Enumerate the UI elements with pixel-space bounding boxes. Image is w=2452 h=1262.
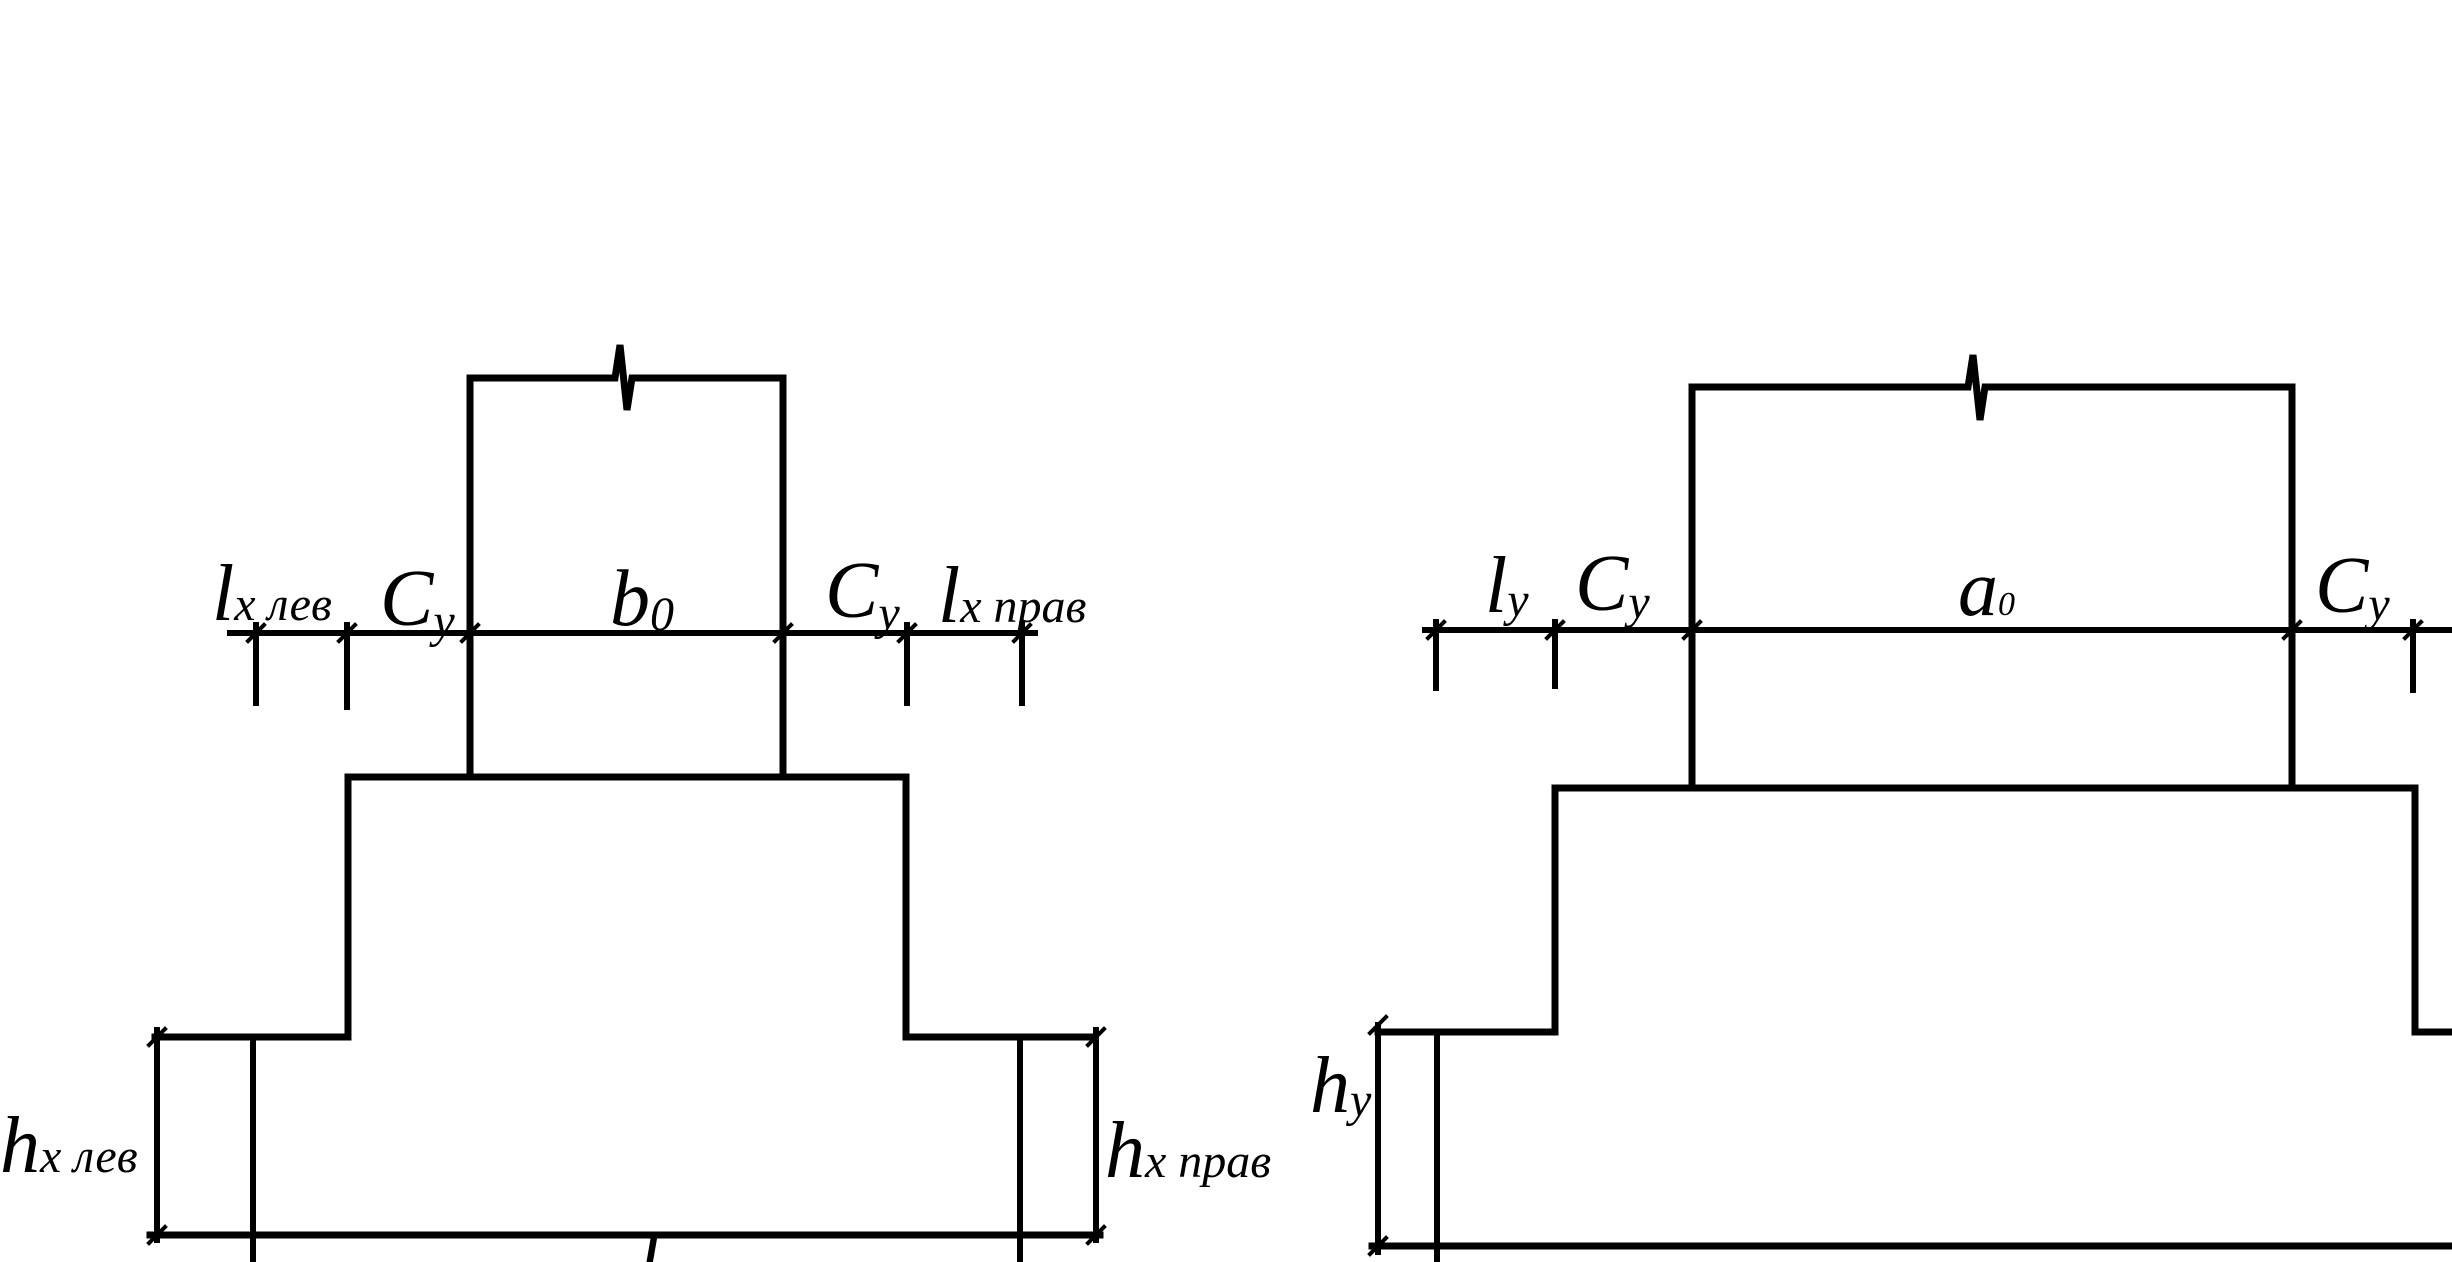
left-upper-step [344,773,1099,1041]
right-column-outline [1688,354,2296,792]
right-view: ly Cy a0 Cy hy [1310,354,2452,1262]
label-cy-2: Cy [825,547,900,640]
label-cy-3: Cy [1575,540,1650,629]
right-tick-3 [1681,619,1703,641]
right-tick-2 [1544,619,1566,641]
left-view: lx лев Cy b0 Cy lx прав hx лев hx прав l [0,344,1271,1262]
left-tick-6 [1011,622,1033,644]
label-b0: b0 [610,555,674,643]
right-tick-5 [2402,619,2424,641]
label-a0: a0 [1958,545,2015,633]
label-hx-lev: hx лев [0,1102,138,1190]
left-tick-2 [336,622,358,644]
left-tick-9 [1085,1026,1107,1048]
left-tick-1 [245,622,267,644]
left-column-outline [466,344,787,781]
label-l-bottom: l [637,1222,659,1262]
label-cy-4: Cy [2315,542,2390,631]
right-tick-1 [1425,619,1447,641]
right-tick-4 [2281,619,2303,641]
left-tick-10 [1085,1224,1107,1246]
left-tick-4 [772,622,794,644]
label-lx-lev: lx лев [212,550,332,638]
left-tick-8 [146,1224,168,1246]
right-tick-6 [1367,1014,1389,1036]
left-tick-5 [896,622,918,644]
label-ly: ly [1485,542,1529,630]
left-tick-7 [146,1026,168,1048]
left-tick-3 [459,622,481,644]
label-hy: hy [1310,1042,1372,1130]
right-tick-7 [1367,1235,1389,1257]
label-cy-1: Cy [380,555,455,648]
right-upper-step [1374,784,2452,1036]
label-hx-prav: hx прав [1105,1107,1271,1195]
label-lx-prav: lx прав [938,552,1086,640]
